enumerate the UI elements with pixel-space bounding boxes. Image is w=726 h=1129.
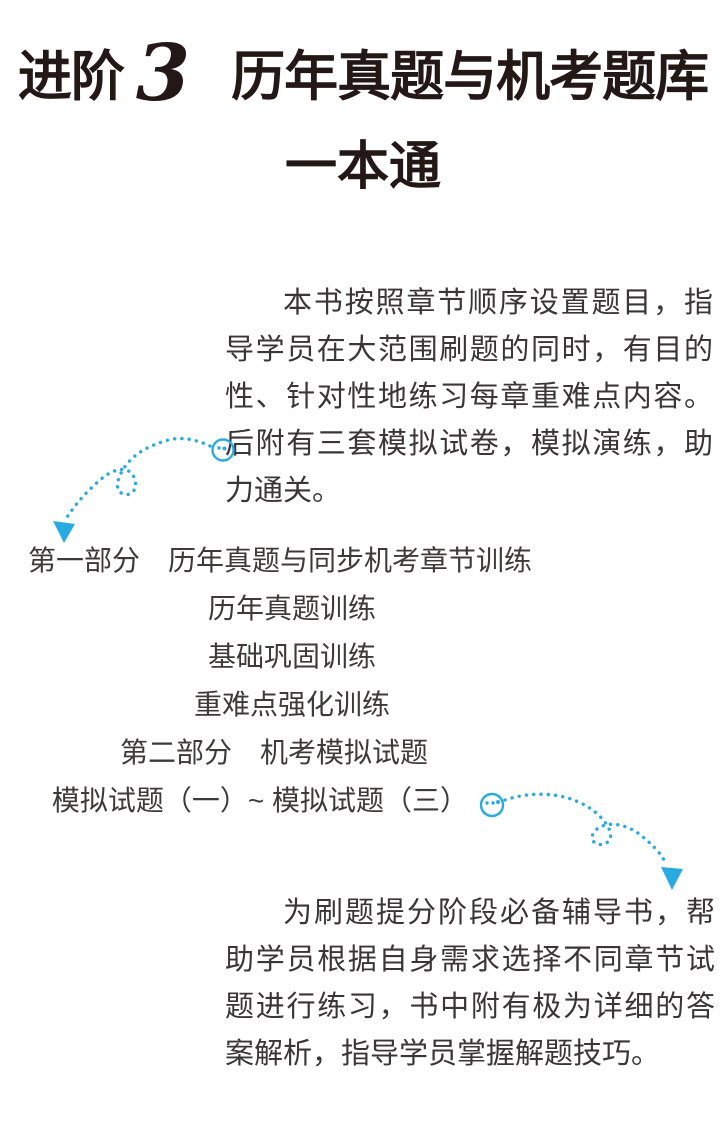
title-suffix: 历年真题与机考题库	[231, 47, 709, 107]
title-line-2: 一本通	[284, 139, 441, 196]
outro-paragraph: 为刷题提分阶段必备辅导书，帮助学员根据自身需求选择不同章节试题进行练习，书中附有…	[225, 897, 715, 1070]
contents-item-mock-exams: 模拟试题（一）~ 模拟试题（三）	[51, 785, 469, 816]
contents-list: 第一部分 历年真题与同步机考章节训练 历年真题训练 基础巩固训练 重难点强化训练…	[0, 537, 560, 825]
contents-item-part2: 第二部分 机考模拟试题	[119, 737, 428, 768]
dotted-curl-arrow-top-icon	[53, 436, 235, 543]
title-number: 3	[135, 28, 190, 119]
arrow-top-inner-dot	[217, 446, 221, 450]
contents-item-real-exam: 历年真题训练	[207, 593, 376, 624]
title-prefix: 进阶	[17, 47, 125, 107]
contents-item-key-points: 重难点强化训练	[193, 689, 390, 720]
contents-item-part1: 第一部分 历年真题与同步机考章节训练	[28, 545, 533, 576]
intro-paragraph: 本书按照章节顺序设置题目，指导学员在大范围刷题的同时，有目的性、针对性地练习每章…	[225, 287, 713, 507]
contents-item-basic: 基础巩固训练	[207, 641, 376, 672]
arrow-top-path	[64, 436, 212, 521]
arrow-bottom-head	[661, 867, 683, 890]
